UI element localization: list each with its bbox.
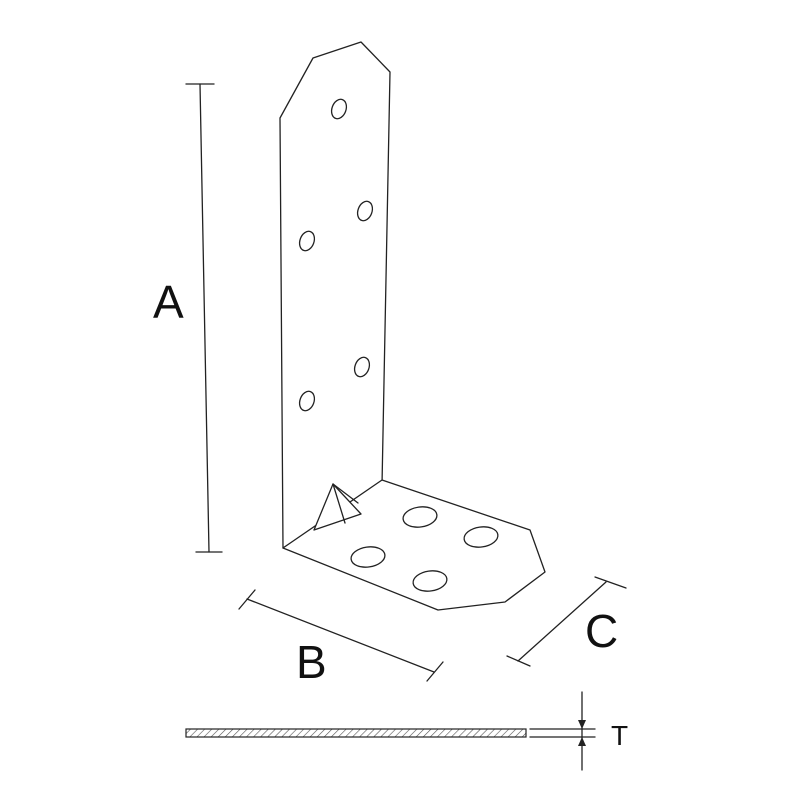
dimension-b: B — [238, 589, 444, 688]
hole-vertical-5 — [298, 390, 316, 412]
hole-horizontal-2 — [463, 526, 499, 548]
dimension-a: A — [153, 83, 223, 553]
hole-horizontal-1 — [402, 506, 438, 528]
hole-horizontal-3 — [350, 546, 386, 568]
dimension-t: T — [185, 691, 628, 771]
hole-vertical-4 — [353, 356, 371, 378]
dimension-a-label: A — [153, 276, 184, 328]
dimension-t-label: T — [611, 720, 628, 751]
dimension-c: C — [506, 576, 627, 667]
hole-vertical-1 — [330, 98, 348, 120]
vertical-leg — [279, 41, 391, 549]
stiffening-rib — [313, 483, 362, 531]
dimension-b-label: B — [296, 636, 327, 688]
thickness-section — [185, 728, 527, 738]
hole-horizontal-4 — [412, 570, 448, 592]
hole-vertical-2 — [356, 200, 374, 222]
dimension-c-label: C — [585, 605, 618, 657]
hole-vertical-3 — [298, 230, 316, 252]
